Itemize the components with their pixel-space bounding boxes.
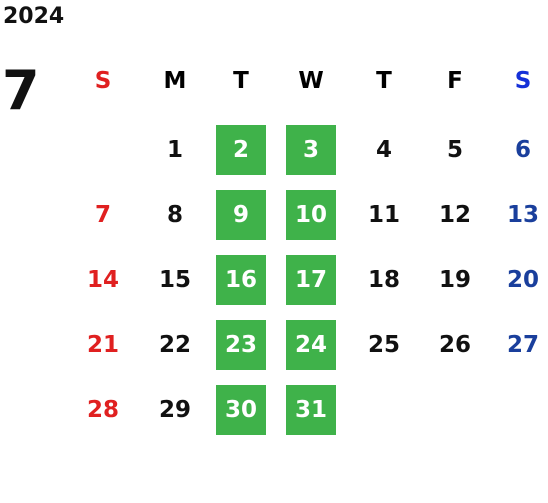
weekday-header-wed: W (298, 68, 324, 94)
day-cell: 22 (158, 332, 191, 358)
day-cell: 11 (367, 202, 400, 228)
day-cell: 24 (286, 320, 336, 370)
day-cell: 9 (216, 190, 266, 240)
day-cell: 23 (216, 320, 266, 370)
day-cell: 2 (216, 125, 266, 175)
day-cell: 18 (367, 267, 400, 293)
day-cell: 15 (158, 267, 191, 293)
day-cell: 30 (216, 385, 266, 435)
day-cell: 6 (514, 137, 531, 163)
day-cell: 26 (438, 332, 471, 358)
year-label: 2024 (3, 4, 65, 29)
weekday-header-thu: T (376, 68, 392, 94)
day-cell: 25 (367, 332, 400, 358)
day-cell: 1 (166, 137, 183, 163)
day-cell: 21 (86, 332, 119, 358)
weekday-header-mon: M (163, 68, 187, 94)
day-cell: 31 (286, 385, 336, 435)
day-cell: 7 (94, 202, 111, 228)
day-cell: 13 (506, 202, 539, 228)
weekday-header-sun: S (94, 68, 112, 94)
day-cell: 27 (506, 332, 539, 358)
day-cell: 29 (158, 397, 191, 423)
day-cell: 5 (446, 137, 463, 163)
day-cell: 10 (286, 190, 336, 240)
day-cell: 19 (438, 267, 471, 293)
weekday-header-sat: S (514, 68, 532, 94)
day-cell: 20 (506, 267, 539, 293)
day-cell: 8 (166, 202, 183, 228)
day-cell: 16 (216, 255, 266, 305)
day-cell: 12 (438, 202, 471, 228)
day-cell: 17 (286, 255, 336, 305)
month-number: 7 (2, 59, 40, 122)
day-cell: 14 (86, 267, 119, 293)
day-cell: 28 (86, 397, 119, 423)
weekday-header-fri: F (447, 68, 463, 94)
weekday-header-tue: T (233, 68, 249, 94)
day-cell: 4 (375, 137, 392, 163)
day-cell: 3 (286, 125, 336, 175)
